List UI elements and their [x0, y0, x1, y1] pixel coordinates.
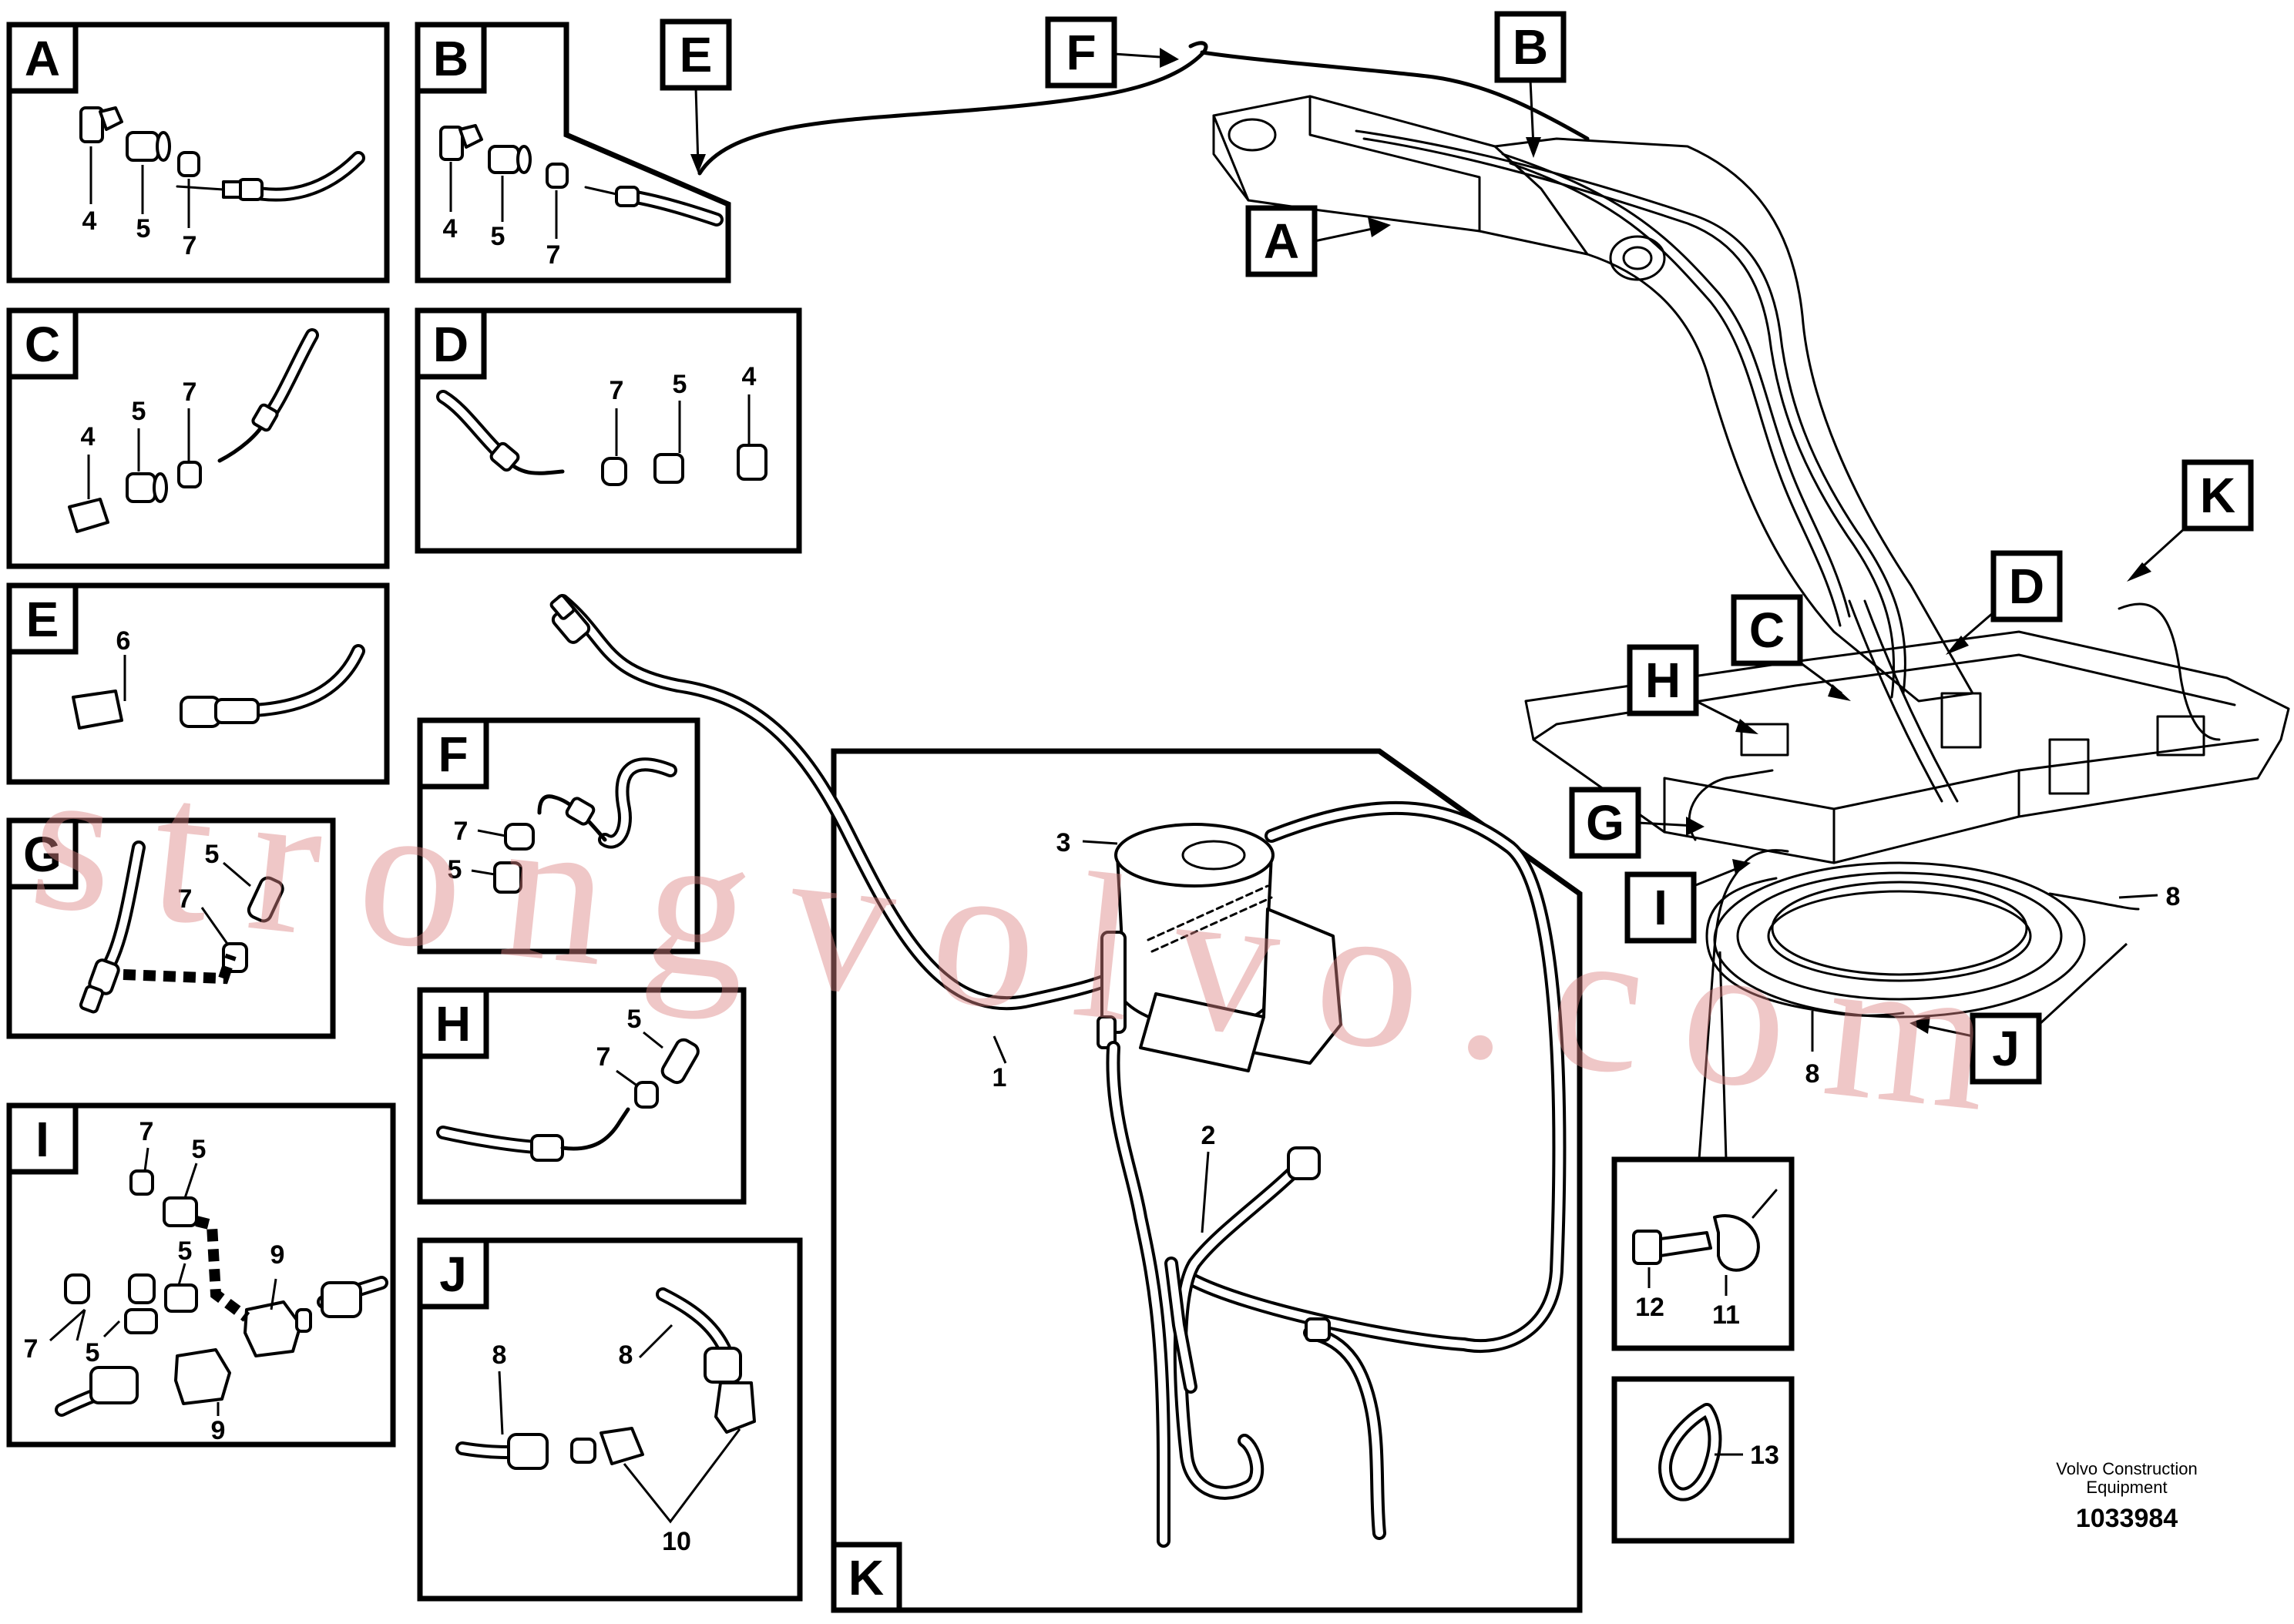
detail-d-part-5: 5	[673, 370, 687, 399]
detail-e: E 6	[6, 582, 390, 785]
detail-a-part-7: 7	[183, 231, 197, 260]
detail-j-part-10: 10	[662, 1527, 691, 1556]
tie-strap-part-13: 13	[1750, 1441, 1779, 1470]
detail-j: J 8 8 10	[417, 1237, 803, 1602]
callout-e: E	[680, 27, 713, 82]
detail-a-letter: A	[25, 31, 60, 86]
callout-d: D	[2009, 559, 2044, 614]
callout-f: F	[1066, 25, 1096, 80]
detail-f-part-5: 5	[448, 855, 462, 884]
detail-c: C 4 5 7	[6, 307, 390, 569]
detail-a-part-5: 5	[136, 214, 151, 243]
detail-i-part-9-top: 9	[270, 1240, 285, 1270]
callout-j: J	[1992, 1021, 2020, 1076]
detail-i-part-7-left: 7	[24, 1334, 39, 1364]
detail-k-part-1: 1	[992, 1063, 1007, 1092]
detail-j-letter: J	[439, 1247, 467, 1302]
detail-a-part-4: 4	[82, 206, 97, 236]
callout-h: H	[1645, 653, 1681, 708]
detail-g-part-5: 5	[205, 840, 220, 869]
main-part-8-right: 8	[2166, 882, 2181, 911]
detail-i-part-5-mid: 5	[178, 1236, 193, 1266]
detail-h-letter: H	[435, 996, 471, 1052]
detail-d: D 7 5 4	[415, 307, 802, 554]
detail-g-letter: G	[23, 827, 62, 882]
detail-e-part-6: 6	[116, 626, 131, 656]
detail-i-letter: I	[35, 1112, 49, 1167]
detail-d-part-4: 4	[742, 362, 757, 391]
callout-b: B	[1513, 19, 1548, 75]
detail-i-part-7-top: 7	[139, 1117, 154, 1146]
detail-b-part-4: 4	[443, 214, 458, 243]
machine-assembly	[697, 41, 2290, 1018]
detail-b-letter: B	[433, 31, 469, 86]
detail-k-letter: K	[848, 1550, 884, 1606]
detail-i-part-5-left: 5	[86, 1338, 100, 1367]
publisher-credit-line-1: Volvo Construction	[2056, 1459, 2198, 1478]
detail-d-letter: D	[433, 317, 469, 372]
detail-h-part-7: 7	[596, 1042, 611, 1072]
detail-b-part-5: 5	[491, 222, 505, 251]
main-callouts: E F B A K D C H	[660, 11, 2254, 1160]
detail-e-letter: E	[26, 592, 59, 647]
detail-j-part-8-right: 8	[619, 1340, 633, 1370]
publisher-credit-line-2: Equipment	[2086, 1478, 2168, 1497]
clamp-detail: 12 11	[1611, 1156, 1795, 1351]
detail-g-part-7: 7	[178, 884, 193, 914]
detail-f-part-7: 7	[454, 817, 469, 846]
detail-d-part-7: 7	[610, 376, 624, 405]
callout-g: G	[1586, 795, 1624, 851]
detail-c-part-5: 5	[132, 397, 146, 426]
callout-a: A	[1264, 213, 1299, 269]
detail-c-letter: C	[25, 317, 60, 372]
detail-k-part-3: 3	[1056, 828, 1071, 857]
document-number: 1033984	[2075, 1504, 2178, 1533]
detail-k-part-2: 2	[1201, 1121, 1216, 1150]
callout-c: C	[1749, 602, 1785, 658]
detail-a: A 4 5 7	[6, 22, 390, 284]
detail-k: K 3 1 2	[549, 594, 1583, 1613]
clamp-part-11: 11	[1712, 1300, 1740, 1330]
detail-c-part-4: 4	[81, 422, 96, 451]
publisher-credit: Volvo Construction Equipment	[2019, 1460, 2235, 1497]
detail-i-part-9-bottom: 9	[211, 1416, 226, 1445]
detail-b-part-7: 7	[546, 240, 561, 270]
detail-f-letter: F	[438, 726, 468, 782]
callout-k: K	[2200, 468, 2235, 523]
callout-i: I	[1654, 880, 1668, 935]
detail-c-part-7: 7	[183, 377, 197, 407]
detail-j-part-8-left: 8	[492, 1340, 507, 1370]
detail-i-part-5-top: 5	[192, 1135, 207, 1164]
detail-b: B 4 5 7	[415, 22, 731, 284]
detail-f: F 7 5	[417, 717, 700, 955]
slew-ring	[1705, 861, 2140, 1018]
main-part-8-bottom: 8	[1805, 1059, 1820, 1089]
detail-h: H 7 5	[417, 987, 747, 1205]
detail-g: G 5 7	[6, 817, 336, 1039]
detail-h-part-5: 5	[627, 1005, 642, 1034]
tie-strap-detail: 13	[1611, 1376, 1795, 1544]
clamp-part-12: 12	[1635, 1293, 1664, 1322]
detail-i: I 7 5 5 9 7 5 9	[6, 1102, 396, 1448]
